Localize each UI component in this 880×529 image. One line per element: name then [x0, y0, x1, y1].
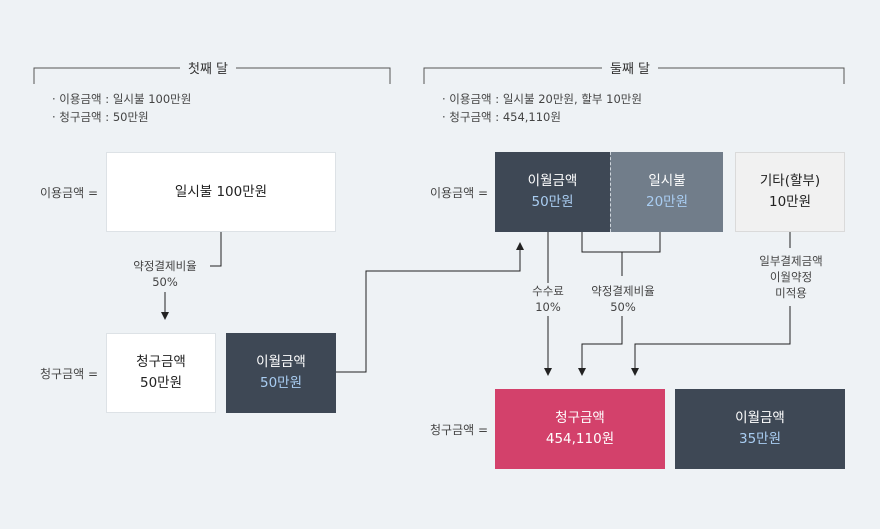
first-billing-title: 청구금액	[136, 354, 186, 370]
ratio-bracket	[581, 232, 661, 253]
second-usage-label: 이용금액 =	[430, 186, 489, 200]
first-month-bullets: · 이용금액 : 일시불 100만원 · 청구금액 : 50만원	[52, 90, 191, 126]
second-month-bullet-usage: · 이용금액 : 일시불 20만원, 할부 10만원	[442, 92, 642, 106]
second-next-carry-value: 35만원	[738, 431, 782, 447]
second-carry-value: 50만원	[531, 194, 574, 210]
first-month-title: 첫째 달	[180, 58, 237, 77]
second-billing-title: 청구금액	[555, 410, 605, 426]
first-month-bullet-billing: · 청구금액 : 50만원	[52, 110, 149, 124]
first-billing-label: 청구금액 =	[40, 367, 99, 381]
second-billing-label: 청구금액 =	[430, 423, 489, 437]
second-ratio-note: 약정결제비율 50%	[578, 283, 668, 315]
second-lump-box: 일시불 20만원	[610, 152, 723, 232]
second-billing-box: 청구금액 454,110원	[495, 389, 665, 469]
first-usage-label: 이용금액 =	[40, 186, 99, 200]
second-lump-value: 20만원	[645, 194, 689, 210]
first-ratio-note-value: 50%	[152, 275, 178, 289]
fee-note: 수수료 10%	[518, 283, 578, 315]
carry-forward-arrow	[336, 242, 524, 373]
exempt-note-line2: 이월약정	[769, 270, 813, 284]
second-other-title: 기타(할부)	[759, 173, 821, 189]
fee-note-label: 수수료	[532, 284, 564, 298]
second-ratio-note-label: 약정결제비율	[591, 284, 655, 298]
second-carry-title: 이월금액	[527, 173, 578, 189]
first-usage-connector	[205, 232, 222, 267]
first-carry-box: 이월금액 50만원	[226, 333, 336, 413]
exempt-note: 일부결제금액 이월약정 미적용	[750, 253, 832, 301]
second-billing-value: 454,110원	[545, 431, 615, 447]
first-billing-box: 청구금액 50만원	[106, 333, 216, 413]
first-billing-value: 50만원	[139, 375, 183, 391]
second-month-title: 둘째 달	[602, 58, 659, 77]
first-usage-box-text: 일시불 100만원	[174, 183, 268, 200]
exempt-note-line1: 일부결제금액	[759, 254, 823, 268]
first-ratio-note: 약정결제비율 50%	[120, 258, 210, 290]
exempt-arrow	[631, 306, 791, 376]
first-ratio-note-label: 약정결제비율	[133, 259, 197, 273]
exempt-note-line3: 미적용	[775, 286, 807, 300]
second-ratio-note-value: 50%	[610, 300, 636, 314]
first-usage-box: 일시불 100만원	[106, 152, 336, 232]
first-carry-title: 이월금액	[256, 354, 306, 370]
fee-note-value: 10%	[535, 300, 561, 314]
second-other-value: 10만원	[768, 194, 812, 210]
first-month-bullet-usage: · 이용금액 : 일시불 100만원	[52, 92, 192, 106]
ratio-arrow	[578, 316, 623, 376]
second-lump-title: 일시불	[648, 173, 686, 189]
second-other-box: 기타(할부) 10만원	[735, 152, 845, 232]
second-carry-box: 이월금액 50만원	[495, 152, 610, 232]
second-month-bullets: · 이용금액 : 일시불 20만원, 할부 10만원 · 청구금액 : 454,…	[442, 90, 642, 126]
second-month-bullet-billing: · 청구금액 : 454,110원	[442, 110, 561, 124]
second-next-carry-box: 이월금액 35만원	[675, 389, 845, 469]
first-carry-value: 50만원	[259, 375, 303, 391]
second-next-carry-title: 이월금액	[735, 410, 785, 426]
